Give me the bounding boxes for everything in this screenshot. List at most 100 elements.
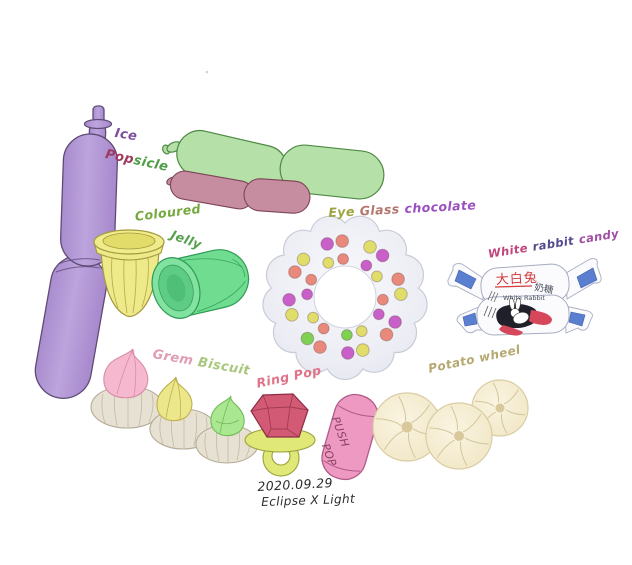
wheel-spoke — [503, 389, 519, 405]
wheel-spoke — [450, 405, 458, 431]
wheel-spoke — [410, 404, 431, 424]
green-swirl-folds — [215, 395, 240, 434]
push-pop-cap-line — [337, 405, 377, 418]
yellow-chocolate-dot — [356, 343, 370, 357]
wheel-spokes — [474, 382, 526, 434]
salmon-chocolate-dot — [377, 293, 389, 306]
wheel-spoke — [462, 413, 482, 433]
green-cup-ribs — [183, 258, 246, 312]
green-cup-opening-core — [166, 274, 186, 302]
salmon-chocolate-dot — [288, 265, 302, 279]
salmon-chocolate-dot — [337, 253, 350, 265]
ring-gem-facets — [250, 393, 309, 438]
logo-rabbit-figure — [509, 297, 530, 325]
wheel-hub — [454, 431, 464, 441]
paper-speck — [205, 70, 209, 74]
wheel-spoke — [408, 432, 416, 459]
gem-biscuit-green — [195, 395, 259, 464]
potato-wheel-middle — [425, 402, 493, 470]
green-chocolate-dot — [341, 329, 353, 341]
green-tube-segment-2 — [279, 144, 385, 200]
yellow-chocolate-dot — [285, 308, 299, 322]
salmon-chocolate-dot — [391, 272, 405, 287]
wrapper-sub-chinese: 奶糖 — [533, 281, 554, 296]
popsicle-twist-line — [57, 258, 101, 265]
yellow-jelly-cup — [93, 229, 165, 318]
wheel-spoke — [474, 400, 495, 407]
wheel-spoke — [492, 382, 500, 403]
yellow-cup-rim-inner — [102, 232, 156, 250]
green-swirl — [210, 395, 245, 437]
label-word-eye: Eye — [328, 203, 356, 220]
white-rabbit-candy-wrapper: 大白兔 奶糖 White Rabbit — [447, 258, 602, 336]
salmon-chocolate-dot — [317, 322, 330, 335]
magenta-chocolate-dot — [360, 259, 373, 272]
ice-popsicle-drawing — [34, 105, 119, 399]
popsicle-lower-lobe — [34, 255, 108, 399]
wrapper-brand-english: White Rabbit — [503, 294, 545, 302]
wheel-spokes — [429, 405, 489, 467]
wrapper-brand-underline — [494, 285, 533, 288]
wheel-spoke — [464, 437, 489, 445]
magenta-chocolate-dot — [320, 237, 335, 251]
magenta-chocolate-dot — [372, 308, 385, 321]
ring-pop-drawing — [244, 393, 316, 477]
yellow-chocolate-dot — [322, 256, 335, 269]
logo-red-shape-bottom — [499, 325, 523, 336]
logo-slash-marks — [483, 305, 497, 319]
salmon-chocolate-dot — [379, 327, 394, 342]
wheel-spoke — [429, 427, 454, 435]
green-jelly-cup — [151, 249, 250, 319]
wheel-spoke — [460, 441, 468, 467]
popsicle-upper-lobe — [59, 133, 119, 267]
potato-wheels-drawing — [372, 379, 529, 470]
wheel-spoke — [436, 439, 456, 459]
wheel-spoke — [376, 418, 402, 426]
push-pop-drawing — [321, 393, 379, 481]
blue-foil-patch — [568, 311, 586, 327]
chocolate-dots — [282, 234, 408, 360]
magenta-chocolate-dot — [375, 248, 390, 263]
gem-biscuit-pink — [90, 348, 164, 429]
magenta-chocolate-dot — [282, 293, 296, 307]
wheel-hub — [401, 421, 413, 433]
yellow-cup-ribs — [111, 256, 149, 314]
white-rabbit-logo — [483, 297, 552, 336]
yellow-chocolate-dot — [296, 252, 311, 267]
magenta-chocolate-dot — [301, 288, 314, 301]
salmon-chocolate-dot — [305, 273, 318, 286]
yellow-swirl-folds — [165, 376, 181, 420]
wheel-hub — [495, 403, 505, 413]
wheel-spoke — [500, 413, 508, 434]
pink-tube-segment-2 — [243, 178, 311, 214]
donut-hole — [313, 265, 377, 329]
magenta-chocolate-dot — [341, 346, 355, 360]
wheel-spoke — [398, 395, 406, 422]
logo-red-shape-right — [529, 310, 552, 325]
pink-swirl-folds — [116, 348, 137, 397]
salmon-chocolate-dot — [313, 340, 327, 354]
blue-foil-patch — [454, 269, 477, 290]
salmon-chocolate-dot — [335, 234, 350, 248]
yellow-swirl — [156, 376, 193, 422]
label-word-glass: Glass — [359, 201, 400, 219]
wrapper-slash-marks — [487, 290, 499, 303]
yellow-chocolate-dot — [355, 325, 368, 338]
yellow-chocolate-dot — [307, 311, 320, 324]
wheel-spoke — [383, 430, 404, 450]
popsicle-cap-flange — [83, 118, 113, 130]
yellow-chocolate-dot — [363, 240, 377, 254]
push-pop-base-line — [323, 460, 361, 472]
pink-swirl — [103, 348, 149, 399]
wheel-spoke — [505, 409, 526, 416]
wrapper-brand-chinese: 大白兔 — [495, 270, 538, 288]
eyeglass-chocolate-donut — [262, 215, 428, 381]
green-chocolate-dot — [300, 331, 315, 346]
blue-foil-patch — [576, 267, 598, 289]
magenta-chocolate-dot — [388, 315, 402, 329]
popsicle-twist-line — [55, 266, 101, 273]
ring-gem — [250, 393, 309, 438]
yellow-chocolate-dot — [371, 270, 383, 283]
